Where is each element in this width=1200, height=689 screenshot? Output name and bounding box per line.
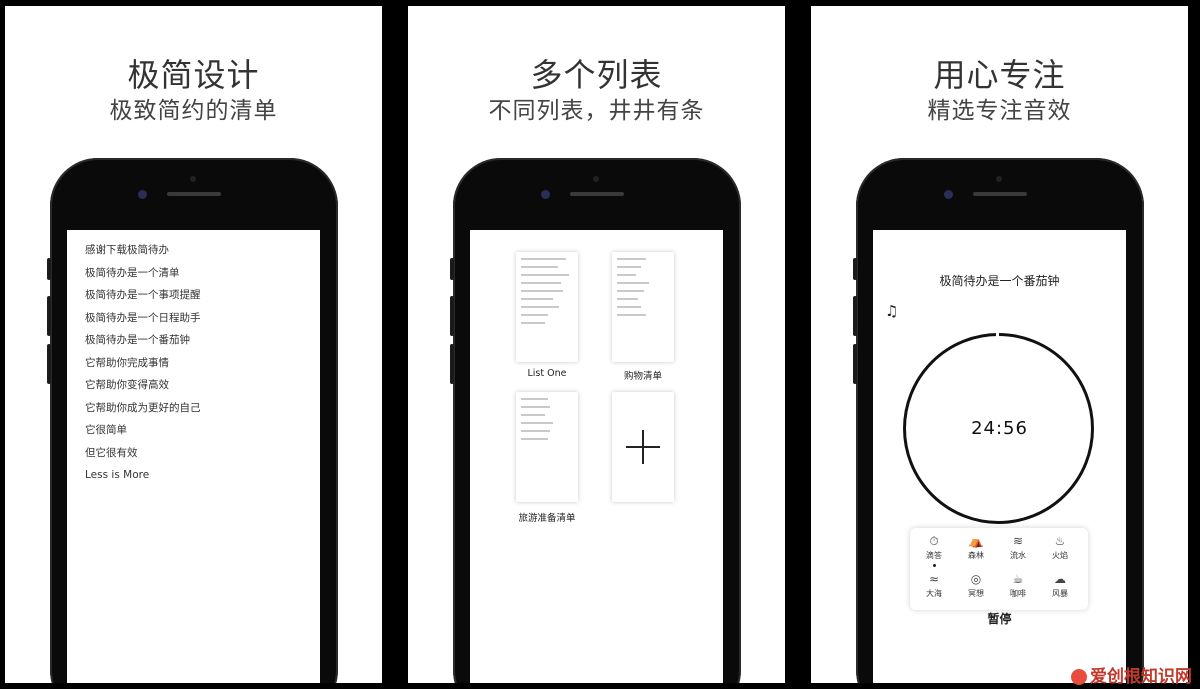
todo-item[interactable]: 它帮助你完成事情 (85, 356, 169, 369)
list-card-shopping[interactable] (612, 252, 674, 362)
timer-countdown: 24:56 (971, 418, 1028, 439)
phone-frame: 感谢下载极简待办 极简待办是一个清单 极简待办是一个事项提醒 极简待办是一个日程… (47, 158, 338, 683)
earpiece-speaker (570, 192, 624, 196)
watermark-text: 爱创根知识网 (1090, 667, 1192, 687)
phone-frame: 极简待办是一个番茄钟 ♫ 24:56 ⏱ 滴答 ⛺ 森林 ≋ 流水 (853, 158, 1144, 683)
panel-subtitle: 极致简约的清单 (109, 98, 278, 124)
sound-option-forest[interactable]: ⛺ 森林 (956, 534, 996, 561)
list-preview (617, 258, 670, 322)
sound-option-coffee[interactable]: ☕ 咖啡 (998, 572, 1038, 599)
earpiece-speaker (167, 192, 221, 196)
list-card-label: List One (527, 368, 567, 379)
coffee-icon: ☕ (1012, 572, 1024, 586)
earpiece-speaker (973, 192, 1027, 196)
volume-down-button (853, 344, 857, 384)
todo-item[interactable]: 它很简单 (85, 424, 127, 436)
list-card-list-one[interactable] (516, 252, 578, 362)
mute-switch (47, 258, 51, 280)
volume-up-button (47, 296, 51, 336)
list-preview (521, 258, 574, 330)
todo-item[interactable]: Less is More (85, 469, 150, 481)
todo-screen: 感谢下载极简待办 极简待办是一个清单 极简待办是一个事项提醒 极简待办是一个日程… (67, 230, 320, 683)
storm-icon: ☁ (1054, 572, 1066, 586)
flame-icon: ♨ (1054, 534, 1066, 548)
todo-item[interactable]: 但它很有效 (85, 446, 138, 459)
sensor (190, 176, 196, 182)
volume-down-button (47, 344, 51, 384)
watermark-logo-icon (1071, 669, 1087, 685)
waves-icon: ≋ (1012, 534, 1024, 548)
sound-label: 风暴 (1052, 589, 1068, 598)
volume-up-button (450, 296, 454, 336)
meditation-icon: ◎ (970, 572, 982, 586)
sound-option-storm[interactable]: ☁ 风暴 (1040, 572, 1080, 599)
panel-title: 极简设计 (127, 56, 260, 94)
plus-icon (626, 446, 660, 448)
panel-title: 多个列表 (530, 56, 663, 94)
stopwatch-icon: ⏱ (929, 534, 939, 548)
panel-title: 用心专注 (933, 56, 1066, 94)
volume-up-button (853, 296, 857, 336)
pomodoro-screen: 极简待办是一个番茄钟 ♫ 24:56 ⏱ 滴答 ⛺ 森林 ≋ 流水 (873, 230, 1126, 683)
sensor (593, 176, 599, 182)
todo-list: 感谢下载极简待办 极简待办是一个清单 极简待办是一个事项提醒 极简待办是一个日程… (85, 242, 201, 490)
phone-frame: List One 购物清单 旅游准备清单 (450, 158, 741, 683)
todo-item[interactable]: 极简待办是一个日程助手 (85, 311, 201, 324)
list-card-label: 旅游准备清单 (518, 513, 576, 524)
selected-indicator (933, 564, 936, 567)
sensor (996, 176, 1002, 182)
screenshot-panel-multiple-lists: 多个列表 不同列表，井井有条 List One 购物清单 (408, 6, 785, 683)
sound-label: 咖啡 (1010, 589, 1026, 598)
screenshot-panel-minimal-design: 极简设计 极致简约的清单 感谢下载极简待办 极简待办是一个清单 极简待办是一个事… (5, 6, 382, 683)
sound-picker: ⏱ 滴答 ⛺ 森林 ≋ 流水 ♨ 火焰 ≈ 大海 (910, 528, 1088, 610)
sound-label: 大海 (926, 589, 942, 598)
panel-subtitle: 不同列表，井井有条 (488, 98, 705, 124)
list-card-travel[interactable] (516, 392, 578, 502)
volume-down-button (450, 344, 454, 384)
sound-label: 冥想 (968, 589, 984, 598)
sound-label: 滴答 (926, 551, 942, 560)
list-preview (521, 398, 574, 446)
todo-item[interactable]: 极简待办是一个清单 (85, 266, 180, 279)
sound-label: 森林 (968, 551, 984, 560)
sound-option-fire[interactable]: ♨ 火焰 (1040, 534, 1080, 561)
sound-label: 流水 (1010, 551, 1026, 560)
todo-item[interactable]: 极简待办是一个番茄钟 (85, 334, 190, 346)
panel-subtitle: 精选专注音效 (927, 98, 1072, 124)
mute-switch (450, 258, 454, 280)
sea-icon: ≈ (928, 572, 940, 586)
sound-option-meditation[interactable]: ◎ 冥想 (956, 572, 996, 599)
todo-item[interactable]: 它帮助你变得高效 (85, 379, 169, 391)
mute-switch (853, 258, 857, 280)
watermark: 爱创根知识网 (1071, 662, 1192, 687)
sound-option-sea[interactable]: ≈ 大海 (914, 572, 954, 599)
music-note-icon[interactable]: ♫ (885, 302, 899, 320)
todo-item[interactable]: 它帮助你成为更好的自己 (85, 401, 201, 414)
list-card-label: 购物清单 (623, 371, 662, 382)
todo-item[interactable]: 感谢下载极简待办 (85, 244, 169, 256)
front-camera (944, 190, 953, 199)
front-camera (138, 190, 147, 199)
timer-title: 极简待办是一个番茄钟 (939, 274, 1060, 288)
sound-option-tick[interactable]: ⏱ 滴答 (914, 534, 954, 561)
lists-screen: List One 购物清单 旅游准备清单 (470, 230, 723, 683)
todo-item[interactable]: 极简待办是一个事项提醒 (85, 289, 201, 301)
tent-icon: ⛺ (968, 534, 984, 548)
timer-progress-gap (996, 331, 999, 339)
front-camera (541, 190, 550, 199)
sound-option-stream[interactable]: ≋ 流水 (998, 534, 1038, 561)
screenshot-panel-focus: 用心专注 精选专注音效 极简待办是一个番茄钟 ♫ 24:56 ⏱ 滴答 ⛺ 森林 (811, 6, 1188, 683)
sound-label: 火焰 (1052, 551, 1068, 560)
pause-button[interactable]: 暂停 (987, 612, 1012, 626)
add-list-button[interactable] (612, 392, 674, 502)
